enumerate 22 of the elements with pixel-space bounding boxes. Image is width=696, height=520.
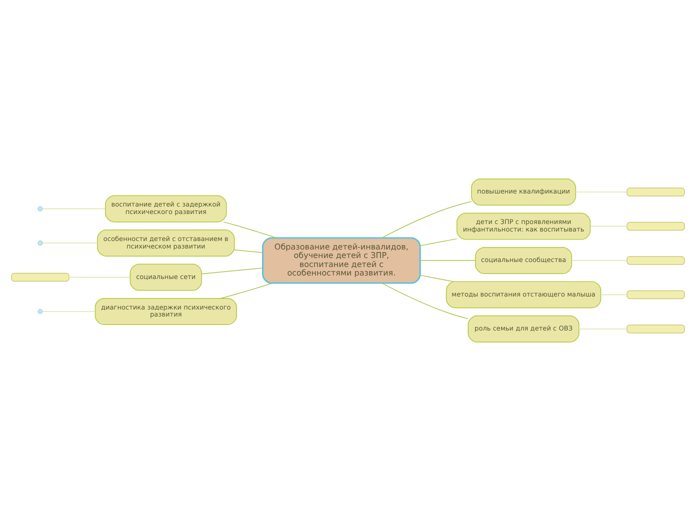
node-box <box>11 272 70 282</box>
connector <box>220 282 273 298</box>
connector <box>42 242 98 243</box>
connector <box>42 310 96 312</box>
node-box <box>626 221 685 230</box>
connector <box>420 238 458 246</box>
connector <box>68 276 130 278</box>
connector <box>600 294 628 295</box>
node-box <box>626 290 685 299</box>
connector <box>42 208 106 209</box>
connector <box>420 274 454 282</box>
node-box <box>626 324 685 333</box>
connector <box>575 191 628 192</box>
node-box <box>626 187 685 196</box>
connector <box>201 267 263 274</box>
connector <box>578 328 628 329</box>
connector <box>223 221 277 238</box>
connector <box>382 282 468 319</box>
connector <box>234 248 264 253</box>
node-box <box>626 256 685 264</box>
connector <box>590 225 628 226</box>
connector <box>382 200 472 238</box>
